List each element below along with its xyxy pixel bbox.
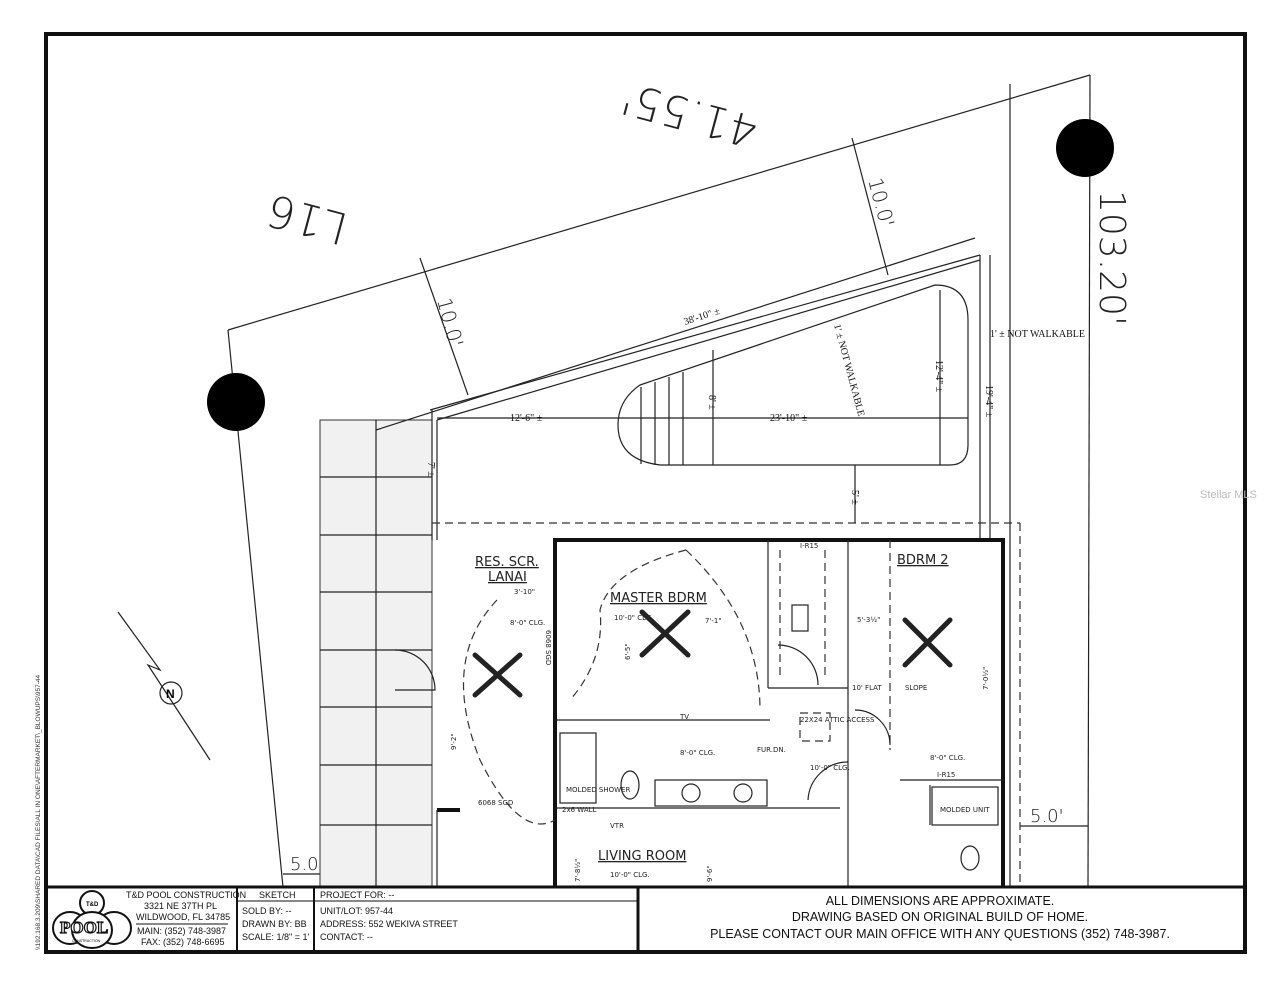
project-for: PROJECT FOR: -- [320, 890, 394, 900]
left-side-dimension: 7' ± [425, 462, 436, 477]
overall-width-dimension: 19'-4" ± [983, 385, 994, 418]
company-logo: T&D POOL CONSTRUCTION [52, 890, 132, 949]
company-city: WILDWOOD, FL 34785 [136, 912, 230, 922]
svg-text:8'-0" CLG.: 8'-0" CLG. [680, 749, 715, 757]
svg-text:9'-6": 9'-6" [706, 865, 714, 882]
svg-text:2x6 WALL: 2x6 WALL [562, 806, 597, 814]
lot-label: L16 [262, 184, 353, 254]
survey-marker [1056, 119, 1114, 177]
svg-text:VTR: VTR [610, 822, 624, 830]
file-path: \\192.168.3.209\SHARED DATA\CAD FILES\AL… [35, 674, 42, 950]
drawing-border [44, 32, 1247, 954]
svg-text:10'-0" CLG.: 10'-0" CLG. [610, 871, 650, 879]
sketch-header: SKETCH [259, 890, 296, 900]
lot-top-dimension: 41.55' [616, 72, 763, 157]
not-walkable-label: 1' ± NOT WALKABLE [990, 329, 1085, 340]
not-walkable-label: 1' ± NOT WALKABLE [831, 323, 866, 418]
room-label-master-bedroom: MASTER BDRM [610, 591, 707, 606]
room-label-lanai: LANAI [488, 570, 527, 585]
room-label-living-room: LIVING ROOM [598, 849, 686, 864]
setback-bottom: 5.0' [290, 854, 324, 875]
pool-width-dimension: 8' ± [706, 395, 717, 410]
watermark: Stellar MLS [1200, 489, 1257, 501]
svg-text:7'-8½": 7'-8½" [574, 859, 582, 882]
svg-text:3'-10": 3'-10" [514, 588, 535, 596]
pool-length-dimension: 23'-10" ± [770, 413, 808, 424]
note-line: PLEASE CONTACT OUR MAIN OFFICE WITH ANY … [710, 927, 1170, 941]
svg-text:MOLDED UNIT: MOLDED UNIT [940, 806, 990, 814]
svg-text:9'-2": 9'-2" [450, 733, 458, 750]
house-floor-plan [394, 538, 1005, 887]
svg-text:SLOPE: SLOPE [905, 684, 927, 692]
title-block: T&D POOL CONSTRUCTION T&D POOL CONSTRUCT… [46, 885, 1245, 952]
company-name: T&D POOL CONSTRUCTION [126, 890, 246, 900]
note-line: ALL DIMENSIONS ARE APPROXIMATE. [826, 894, 1055, 908]
svg-text:7'-0½": 7'-0½" [982, 667, 990, 690]
svg-text:6'-5": 6'-5" [624, 643, 632, 660]
setback-left: 10.0' [432, 295, 468, 350]
company-street: 3321 NE 37TH PL [144, 901, 217, 911]
svg-text:10'-0" CLG.: 10'-0" CLG. [614, 614, 654, 622]
scale: SCALE: 1/8" = 1' [242, 932, 309, 942]
svg-text:5'-3½": 5'-3½" [857, 616, 880, 624]
svg-text:6068 SGD: 6068 SGD [478, 799, 513, 807]
pool-end-width-dimension: 12'-4" ± [933, 360, 944, 393]
plan-annotations: 3'-10" 6068 SGD 6068 SGD 8'-0" CLG. 10'-… [450, 542, 990, 882]
svg-text:I-R15: I-R15 [937, 771, 955, 779]
paver-walkway [319, 419, 433, 888]
pool-to-house-dimension: 5' ± [849, 490, 860, 505]
north-arrow-icon: N [117, 611, 211, 761]
ceiling-fans [472, 609, 953, 698]
sold-by: SOLD BY: -- [242, 906, 292, 916]
svg-text:8'-0" CLG.: 8'-0" CLG. [930, 754, 965, 762]
unit-lot: UNIT/LOT: 957-44 [320, 906, 393, 916]
setback-side: 5.0' [1030, 806, 1064, 827]
svg-text:7'-1": 7'-1" [705, 617, 722, 625]
svg-text:TV: TV [679, 713, 689, 721]
svg-text:6068 SGD: 6068 SGD [544, 630, 552, 665]
room-label-lanai: RES. SCR. [475, 555, 539, 570]
survey-marker [207, 373, 265, 431]
room-label-bedroom-2: BDRM 2 [897, 553, 949, 568]
svg-text:N: N [166, 687, 175, 701]
svg-text:CONSTRUCTION: CONSTRUCTION [72, 939, 101, 943]
svg-text:8'-0" CLG.: 8'-0" CLG. [510, 619, 545, 627]
company-phone: MAIN: (352) 748-3987 [137, 926, 226, 936]
svg-text:10' FLAT: 10' FLAT [852, 684, 882, 692]
drawn-by: DRAWN BY: BB [242, 919, 307, 929]
svg-text:POOL: POOL [60, 918, 108, 937]
note-line: DRAWING BASED ON ORIGINAL BUILD OF HOME. [792, 910, 1088, 924]
svg-text:I-R15: I-R15 [800, 542, 818, 550]
svg-text:T&D: T&D [86, 902, 99, 908]
svg-text:FUR.DN.: FUR.DN. [757, 746, 786, 754]
svg-text:10'-0" CLG.: 10'-0" CLG. [810, 764, 850, 772]
deck-length-dimension: 38'-10" ± [683, 306, 722, 328]
lot-right-dimension: 103.20' [1091, 190, 1132, 326]
address: ADDRESS: 552 WEKIVA STREET [320, 919, 458, 929]
svg-text:MOLDED SHOWER: MOLDED SHOWER [566, 786, 630, 794]
contact: CONTACT: -- [320, 932, 373, 942]
pool-outline [617, 284, 969, 523]
company-fax: FAX: (352) 748-6695 [141, 937, 225, 947]
left-deck-dimension: 12'-6" ± [510, 413, 543, 424]
pool-deck [375, 237, 1021, 887]
svg-text:22X24 ATTIC ACCESS: 22X24 ATTIC ACCESS [800, 716, 875, 724]
